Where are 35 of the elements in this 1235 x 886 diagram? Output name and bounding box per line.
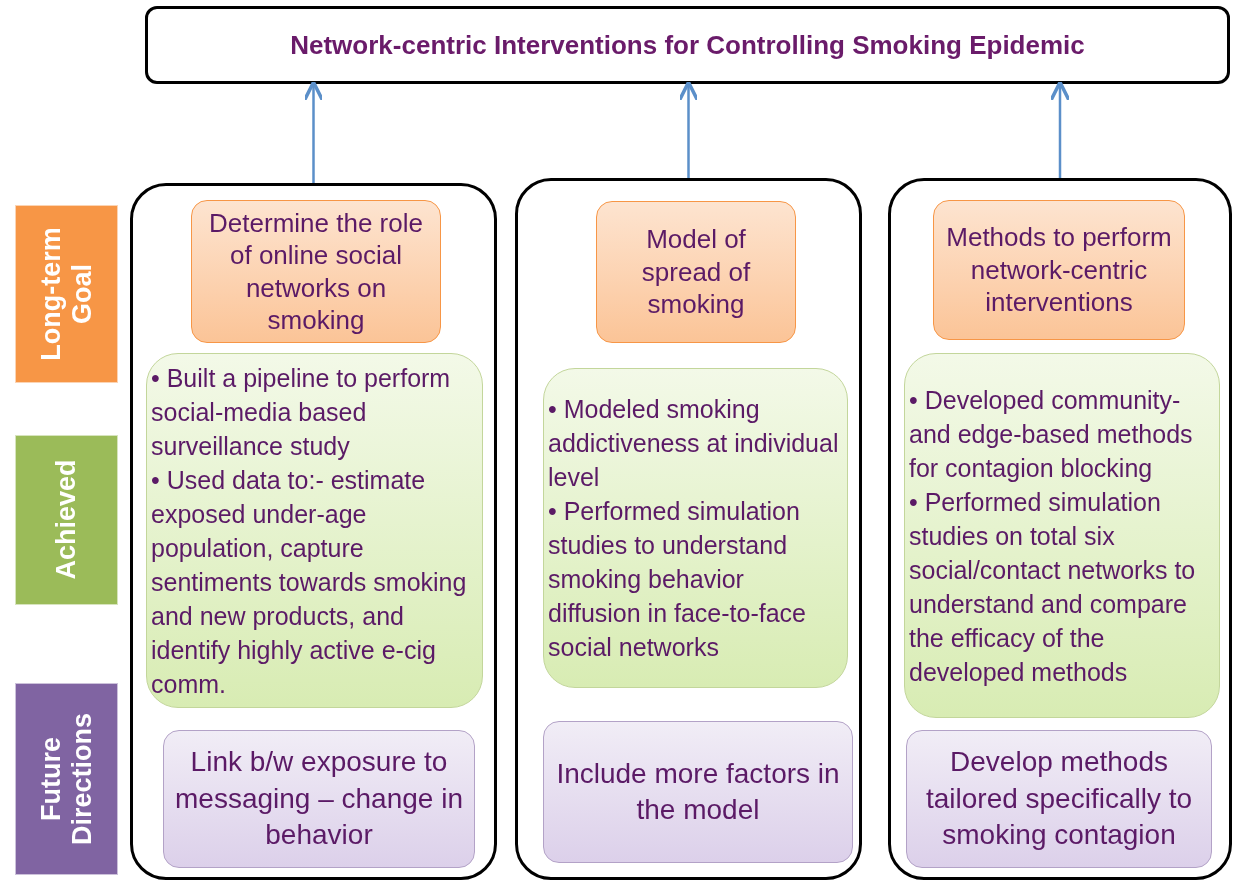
box-text: Develop methods tailored specifically to smoking contagion — [924, 745, 1194, 853]
box-text: Determine the role of online social networks on smoking — [208, 206, 424, 337]
column-panel — [515, 178, 862, 880]
bullet-text: • Performed simulation studies on total six social/contact networks to understand and compare the efficacy of the developed methods — [909, 486, 1197, 688]
arrow — [303, 80, 324, 183]
row-label-band — [15, 205, 118, 383]
achievement-box — [904, 353, 1220, 718]
row-label-band — [15, 435, 118, 605]
goal-box — [596, 201, 796, 343]
arrow — [1049, 80, 1071, 178]
row-label-text: Future Directions — [35, 712, 98, 848]
box-text: Methods to perform network-centric interventions — [945, 221, 1173, 319]
bullet-text: • Performed simulation studies to understand smoking behavior diffusion in face-to-face social networks — [548, 496, 808, 663]
column-panel — [130, 183, 497, 880]
column-panel — [888, 178, 1232, 880]
box-text: Model of spread of smoking — [640, 223, 752, 321]
bullet-text: • Used data to:- estimate exposed under-age population, capture sentiments towards smoking and new products, and identify highly active e-cig comm. — [151, 464, 468, 700]
row-label-band — [15, 683, 118, 875]
bullet-text: • Developed community- and edge-based methods for contagion blocking — [909, 384, 1194, 484]
bullet-text: • Modeled smoking addictiveness at individual level — [548, 394, 840, 493]
title-text: Network-centric Interventions for Controlling Smoking Epidemic — [290, 28, 1085, 62]
box-text: Include more factors in the model — [555, 756, 841, 827]
title-box — [145, 6, 1230, 84]
row-label-text: Long-term Goal — [35, 226, 98, 363]
achievement-box — [146, 353, 483, 708]
achievement-box — [543, 368, 848, 688]
arrow — [678, 80, 699, 178]
bullet-text: • Built a pipeline to perform social-media based surveillance study — [151, 362, 452, 462]
future-direction-box — [906, 730, 1212, 868]
box-text: Link b/w exposure to messaging – change in behavior — [174, 745, 464, 853]
future-direction-box — [163, 730, 475, 868]
row-label-text: Achieved — [51, 458, 82, 582]
goal-box — [933, 200, 1185, 340]
goal-box — [191, 200, 441, 343]
future-direction-box — [543, 721, 853, 863]
